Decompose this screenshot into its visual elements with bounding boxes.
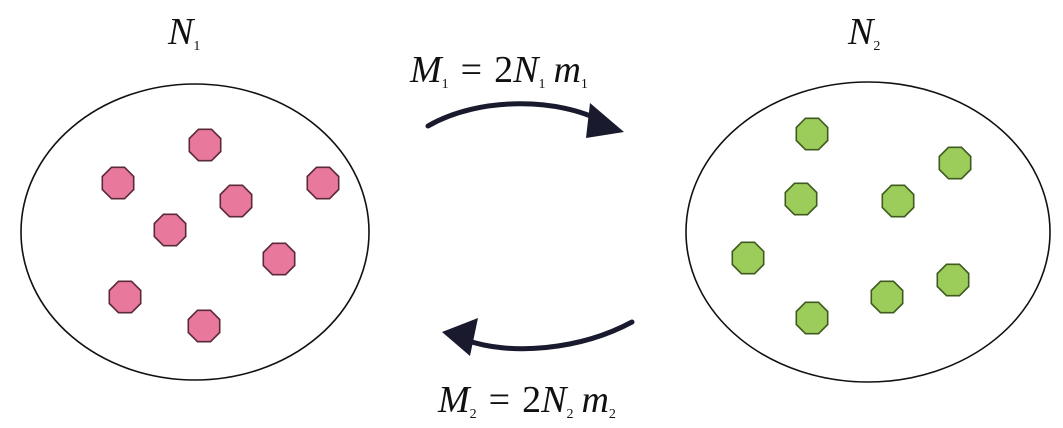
population-1-individuals bbox=[101, 128, 340, 343]
individual-2-5 bbox=[731, 241, 765, 275]
migration-1-arrowhead bbox=[586, 103, 624, 138]
population-1-boundary bbox=[20, 83, 370, 381]
population-2-boundary bbox=[685, 81, 1051, 383]
individual-1-2 bbox=[101, 166, 135, 200]
population-2: N2 bbox=[685, 11, 1051, 383]
individual-2-7 bbox=[870, 280, 904, 314]
population-2-label: N2 bbox=[847, 11, 880, 54]
migration-2-arrow bbox=[463, 319, 635, 352]
migration-2-arrowhead bbox=[442, 318, 478, 356]
population-2-individuals bbox=[731, 117, 972, 335]
migration-1-arrow bbox=[425, 101, 606, 129]
individual-1-5 bbox=[153, 213, 187, 247]
individual-1-7 bbox=[108, 280, 142, 314]
individual-1-4 bbox=[219, 184, 253, 218]
individual-1-8 bbox=[187, 309, 221, 343]
population-1: N1 bbox=[20, 11, 370, 381]
population-1-label: N1 bbox=[167, 11, 200, 54]
individual-1-3 bbox=[306, 166, 340, 200]
individual-1-1 bbox=[188, 128, 222, 162]
individual-2-4 bbox=[881, 184, 915, 218]
individual-2-3 bbox=[784, 182, 818, 216]
individual-1-6 bbox=[262, 242, 296, 276]
individual-2-6 bbox=[936, 263, 970, 297]
individual-2-2 bbox=[938, 146, 972, 180]
individual-2-8 bbox=[795, 301, 829, 335]
individual-2-1 bbox=[795, 117, 829, 151]
